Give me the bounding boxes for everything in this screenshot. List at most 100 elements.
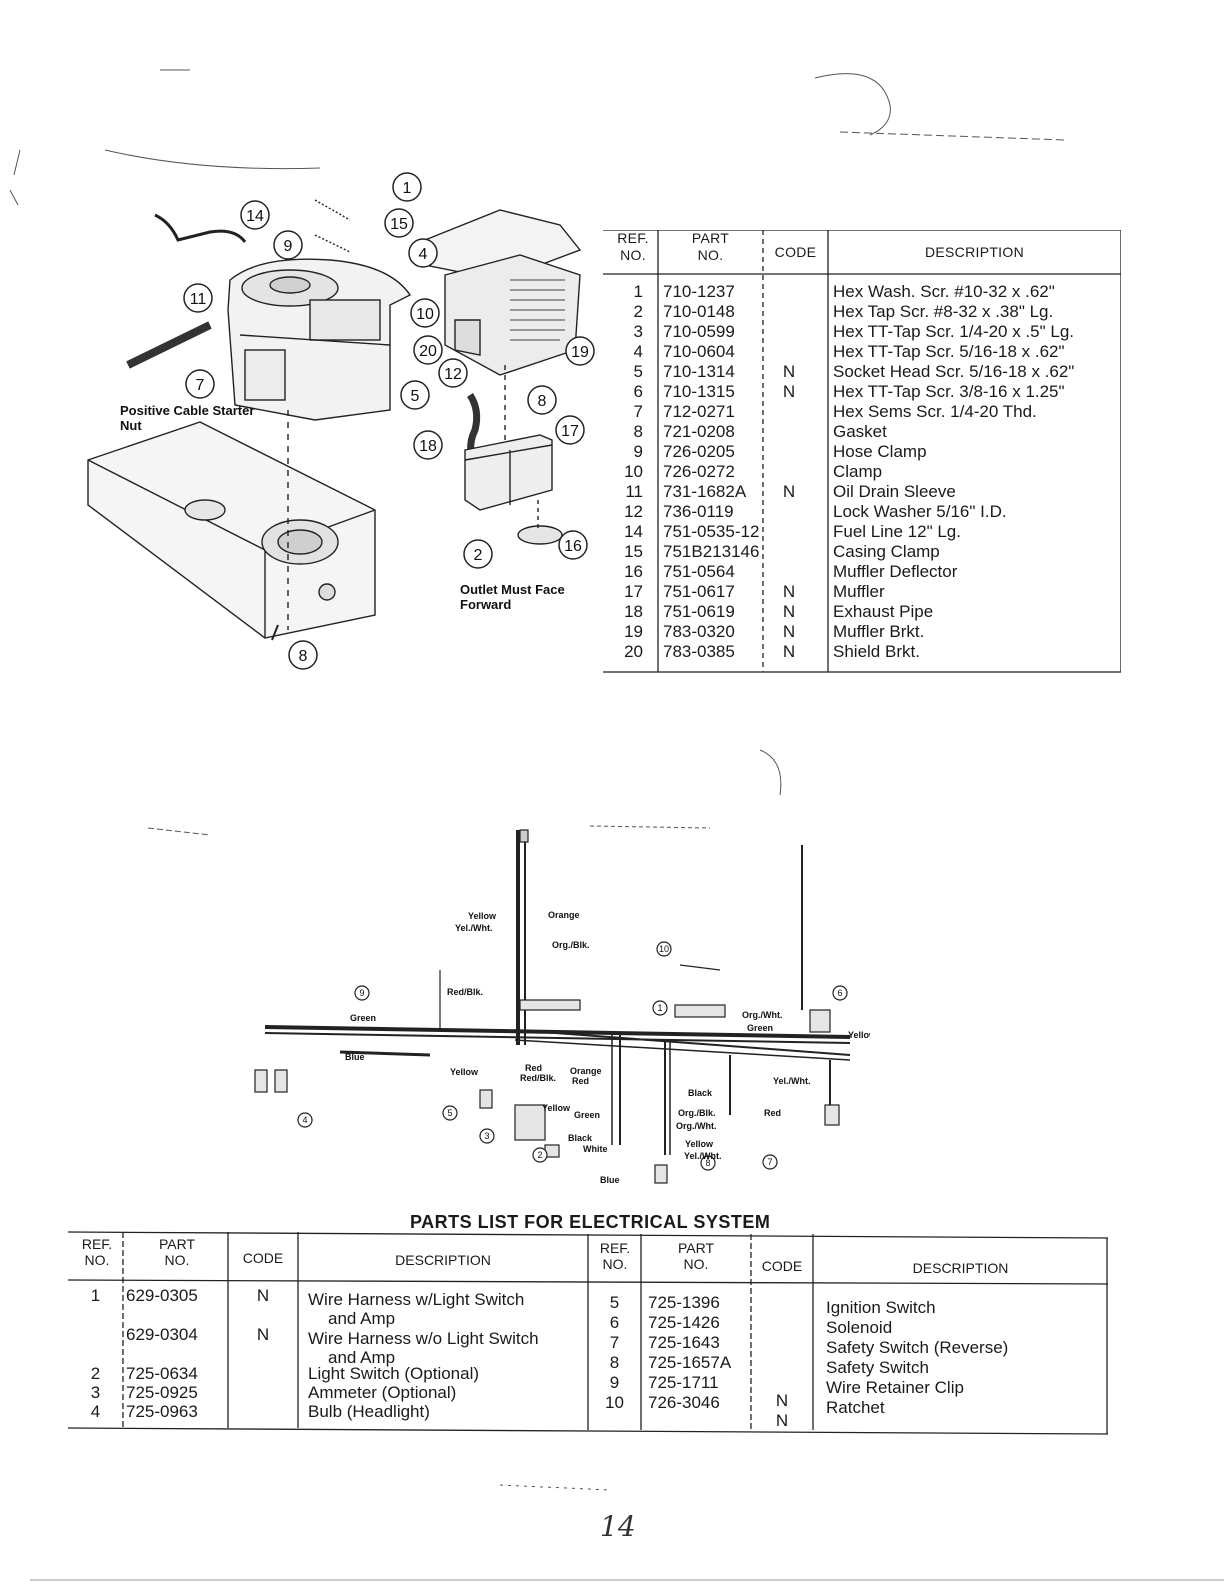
code-cell: N [782, 602, 796, 621]
ref-cell: 1 [633, 282, 643, 301]
part-cell: 751-0535-12 [663, 522, 760, 541]
part-cell: 726-0272 [663, 462, 735, 481]
callout-8: 8 [538, 393, 547, 410]
description-cell: Muffler [833, 582, 885, 601]
description-cell: Ignition Switch [826, 1298, 936, 1317]
label-forward: Forward [460, 597, 511, 612]
callout-10: 10 [416, 306, 434, 323]
wiring-callout-5: 5 [447, 1108, 452, 1118]
description-cell: Hex TT-Tap Scr. 1/4-20 x .5" Lg. [833, 322, 1074, 341]
description-cell: Muffler Brkt. [833, 622, 925, 641]
elec-header-desc-left: DESCRIPTION [395, 1252, 491, 1268]
ref-cell: 9 [633, 442, 643, 461]
description-cell: Wire Harness w/o Light Switch [308, 1329, 539, 1348]
description-cell: Oil Drain Sleeve [833, 482, 956, 501]
wiring-callout-1: 1 [657, 1003, 662, 1013]
description-cell: Safety Switch [826, 1358, 929, 1377]
wire-label-orange-top: Orange [548, 910, 580, 920]
part-cell: 710-0148 [663, 302, 735, 321]
label-outlet-must-face: Outlet Must Face [460, 582, 565, 597]
code-cell: N [775, 1391, 789, 1410]
ref-cell: 9 [609, 1373, 620, 1392]
callout-14: 14 [246, 208, 264, 225]
code-cell: N [782, 622, 796, 641]
code-cell: N [782, 482, 796, 501]
description-cell-continued: and Amp [328, 1348, 396, 1367]
part-cell: 783-0385 [663, 642, 735, 661]
ref-cell: 2 [633, 302, 643, 321]
part-cell: 726-3046 [648, 1393, 720, 1412]
ref-cell: 18 [624, 602, 643, 621]
code-cell: N [782, 582, 796, 601]
ref-cell: 1 [90, 1286, 101, 1305]
part-cell: 712-0271 [663, 402, 735, 421]
wire-label-yel-wht-bot: Yel./Wht. [684, 1151, 722, 1161]
wire-label-black-right: Black [688, 1088, 713, 1098]
ref-cell: 14 [624, 522, 643, 541]
elec-header-code-left: CODE [242, 1250, 284, 1266]
part-cell: 725-1657A [648, 1353, 732, 1372]
ref-cell: 11 [625, 482, 643, 501]
callout-19: 19 [571, 344, 589, 361]
description-cell: Ratchet [826, 1398, 885, 1417]
description-cell: Hex TT-Tap Scr. 5/16-18 x .62" [833, 342, 1065, 361]
code-cell: N [256, 1286, 270, 1305]
ref-cell: 15 [624, 542, 643, 561]
description-cell: Wire Harness w/Light Switch [308, 1290, 525, 1309]
wiring-callout-7: 7 [767, 1157, 772, 1167]
ref-cell: 10 [605, 1393, 624, 1412]
wire-label-org-wht-bot: Org./Wht. [676, 1121, 717, 1131]
callout-18: 18 [419, 438, 437, 455]
ref-cell: 12 [624, 502, 643, 521]
wiring-callout-4: 4 [302, 1115, 307, 1125]
wire-label-yellow-sw: Yellow [542, 1103, 571, 1113]
wiring-callout-3: 3 [484, 1131, 489, 1141]
elec-header-ref-left: REF. NO. [81, 1236, 113, 1268]
upper-header-part: PART NO. [691, 230, 730, 263]
ref-cell: 20 [624, 642, 643, 661]
wire-label-orange-mid: Orange [570, 1066, 602, 1076]
wiring-callout-8: 8 [705, 1158, 710, 1168]
ref-cell: 7 [633, 402, 643, 421]
description-cell: Exhaust Pipe [833, 602, 934, 621]
wire-label-red-mid: Red [525, 1063, 542, 1073]
part-cell: 725-0963 [126, 1402, 198, 1421]
description-cell: Safety Switch (Reverse) [826, 1338, 1009, 1357]
wire-label-blue-left: Blue [345, 1052, 365, 1062]
wire-label-yellow-bot: Yellow [685, 1139, 714, 1149]
wire-label-org-wht-right: Org./Wht. [742, 1010, 783, 1020]
ref-cell: 3 [633, 322, 643, 341]
part-cell: 736-0119 [663, 502, 734, 521]
callout-11: 11 [190, 291, 207, 308]
wire-label-org-blk-bot: Org./Blk. [678, 1108, 716, 1118]
description-cell: Solenoid [826, 1318, 893, 1337]
page-number: 14 [600, 1510, 636, 1543]
elec-header-desc-right: DESCRIPTION [912, 1260, 1009, 1276]
description-cell: Shield Brkt. [833, 642, 920, 661]
ref-cell: 4 [90, 1402, 101, 1421]
callout-2: 2 [474, 547, 483, 564]
ref-cell: 6 [633, 382, 643, 401]
description-cell-continued: and Amp [328, 1309, 396, 1328]
description-cell: Hose Clamp [833, 442, 927, 461]
callout-20: 20 [419, 343, 437, 360]
part-cell: 710-0599 [663, 322, 735, 341]
upper-header-description: DESCRIPTION [925, 244, 1024, 260]
part-cell: 721-0208 [663, 422, 735, 441]
part-cell: 710-0604 [663, 342, 735, 361]
ref-cell: 2 [90, 1364, 101, 1383]
wire-label-red-mid2: Red [572, 1076, 589, 1086]
part-cell: 725-0925 [126, 1383, 198, 1402]
wire-label-yellow-mid: Yellow [450, 1067, 479, 1077]
description-cell: Lock Washer 5/16" I.D. [833, 502, 1007, 521]
part-cell: 629-0304 [126, 1325, 198, 1344]
ref-cell: 5 [609, 1293, 620, 1312]
wire-label-yel-wht-right: Yel./Wht. [773, 1076, 811, 1086]
code-cell: N [782, 362, 796, 381]
